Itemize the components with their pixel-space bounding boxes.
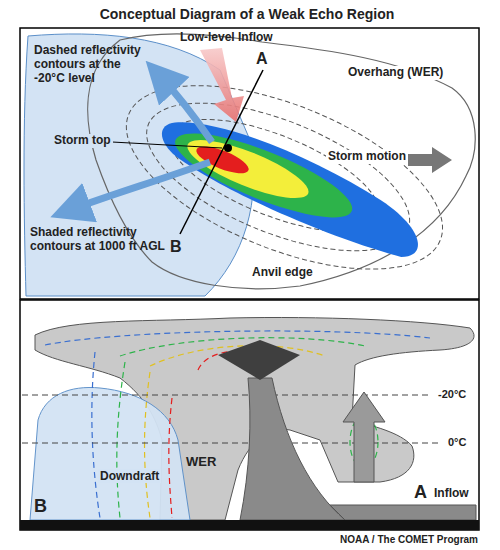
shading-note: Shaded reflectivity contours at 1000 ft … bbox=[30, 226, 170, 254]
diagram-title: Conceptual Diagram of a Weak Echo Region bbox=[0, 6, 497, 22]
temperature-level: 0°C bbox=[446, 436, 468, 449]
section-end-label: A bbox=[412, 482, 429, 503]
inflow-label: Low-level Inflow bbox=[180, 31, 273, 45]
section-end-label: B bbox=[170, 238, 182, 256]
storm-top-label: Storm top bbox=[52, 134, 113, 148]
weak-echo-region: WER bbox=[186, 452, 221, 469]
credit: NOAA / The COMET Program bbox=[340, 534, 478, 546]
section-end-label: B bbox=[34, 496, 47, 517]
region-label: WER bbox=[186, 454, 216, 469]
section-end-label: A bbox=[256, 50, 268, 68]
temperature-level: -20°C bbox=[436, 388, 468, 401]
downdraft-region: Downdraft bbox=[98, 466, 166, 482]
inflow-label: Inflow bbox=[432, 487, 471, 501]
overhang-label: Overhang (WER) bbox=[346, 66, 445, 80]
contour-note: Dashed reflectivity contours at the -20°… bbox=[34, 44, 142, 85]
storm-motion-label: Storm motion bbox=[326, 150, 408, 164]
anvil-edge-label: Anvil edge bbox=[250, 266, 315, 280]
region-label: Downdraft bbox=[98, 469, 161, 483]
